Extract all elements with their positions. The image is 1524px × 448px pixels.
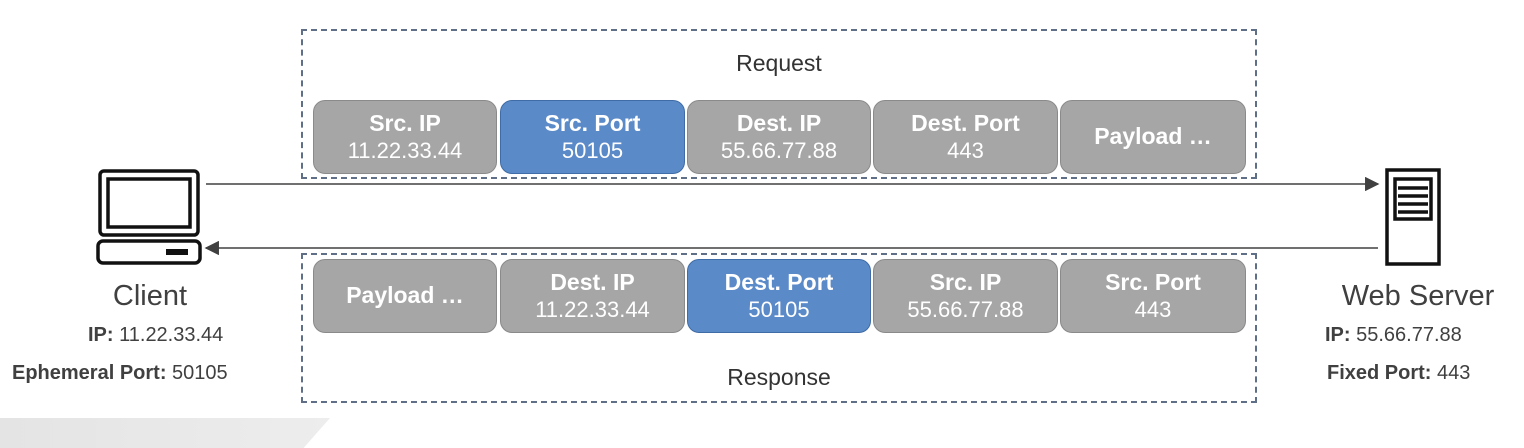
server-port-line: Fixed Port: 443 — [1327, 362, 1470, 385]
request-field-dest-ip: Dest. IP 55.66.77.88 — [687, 100, 871, 174]
server-port-value: 443 — [1431, 362, 1471, 384]
response-title: Response — [727, 364, 831, 390]
response-field-src-ip: Src. IP 55.66.77.88 — [873, 259, 1058, 333]
field-value: 50105 — [561, 137, 624, 163]
response-field-payload: Payload … — [313, 259, 497, 333]
client-port-label: Ephemeral Port: — [12, 362, 167, 384]
field-label: Src. IP — [929, 269, 1002, 295]
client-ip-line: IP: 11.22.33.44 — [88, 324, 223, 347]
request-field-src-ip: Src. IP 11.22.33.44 — [313, 100, 497, 174]
field-label: Dest. Port — [724, 269, 834, 295]
laptop-icon — [96, 169, 202, 265]
server-ip-line: IP: 55.66.77.88 — [1325, 324, 1462, 347]
server-ip-value: 55.66.77.88 — [1350, 324, 1462, 346]
field-value: 50105 — [748, 296, 810, 322]
field-label: Src. IP — [369, 110, 441, 136]
client-ip-label: IP: — [88, 324, 114, 346]
field-value: 443 — [947, 137, 984, 163]
client-port-value: 50105 — [166, 362, 228, 384]
footer-shade — [0, 418, 330, 448]
request-field-src-port: Src. Port 50105 — [500, 100, 685, 174]
server-ip-label: IP: — [1325, 324, 1351, 346]
field-label: Src. Port — [544, 110, 641, 136]
client-ip-value: 11.22.33.44 — [113, 324, 224, 346]
field-label: Dest. Port — [911, 110, 1020, 136]
response-field-dest-port: Dest. Port 50105 — [687, 259, 871, 333]
request-field-dest-port: Dest. Port 443 — [873, 100, 1058, 174]
request-field-payload: Payload … — [1060, 100, 1246, 174]
field-value: 11.22.33.44 — [347, 137, 463, 163]
response-field-src-port: Src. Port 443 — [1060, 259, 1246, 333]
response-group — [301, 253, 1257, 403]
request-title: Request — [736, 50, 822, 76]
field-label: Dest. IP — [550, 269, 635, 295]
server-name: Web Server — [1341, 280, 1495, 312]
field-value: 443 — [1134, 296, 1172, 322]
client-port-line: Ephemeral Port: 50105 — [12, 362, 228, 385]
field-value: 55.66.77.88 — [907, 296, 1024, 322]
field-value: 11.22.33.44 — [535, 296, 650, 322]
server-icon — [1385, 168, 1441, 266]
field-label: Payload … — [1094, 123, 1212, 150]
field-label: Payload … — [346, 282, 464, 309]
field-label: Dest. IP — [736, 110, 822, 136]
client-name: Client — [112, 280, 188, 312]
field-value: 55.66.77.88 — [720, 137, 838, 163]
response-field-dest-ip: Dest. IP 11.22.33.44 — [500, 259, 685, 333]
server-port-label: Fixed Port: — [1327, 362, 1432, 384]
request-group — [301, 29, 1257, 179]
field-label: Src. Port — [1105, 269, 1201, 295]
